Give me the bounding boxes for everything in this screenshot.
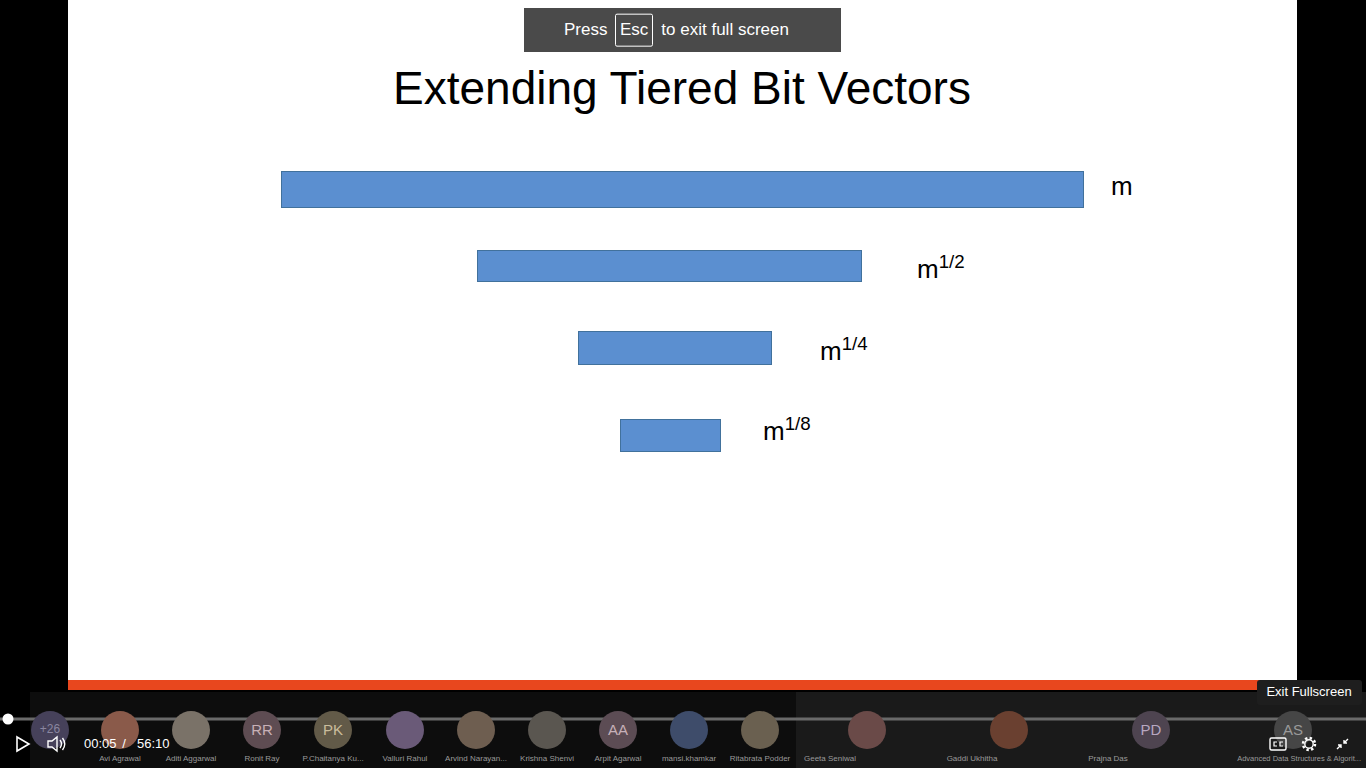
size-label: m	[1111, 173, 1133, 199]
size-label: m1/2	[917, 253, 965, 282]
avatar-initials: AS	[1283, 722, 1303, 739]
avatar-initials: PD	[1141, 722, 1162, 739]
bit-vector-bar: m1/2	[477, 250, 862, 282]
participant-name: Geeta Seniwal	[804, 755, 856, 764]
notice-text: to exit full screen	[661, 21, 789, 40]
participant-name: P.Chaitanya Ku...	[302, 755, 363, 764]
progress-knob	[3, 714, 14, 725]
more-count: +26	[40, 723, 60, 736]
participant-name: Gaddi Ukhitha	[947, 755, 998, 764]
size-exponent: 1/4	[842, 333, 868, 354]
tooltip	[1257, 680, 1362, 705]
size-label: m1/4	[820, 335, 868, 364]
volume-icon	[48, 737, 57, 751]
elapsed-time: 00:05	[84, 737, 117, 751]
bar-fill	[578, 331, 772, 365]
avatar	[243, 711, 281, 749]
participant-name: Krishna Shenvi	[520, 755, 574, 764]
volume-icon	[60, 738, 65, 750]
slide	[68, 0, 1297, 681]
avatar	[990, 711, 1028, 749]
key-cap: Esc	[615, 14, 653, 47]
avatar	[528, 711, 566, 749]
avatar	[599, 711, 637, 749]
total-time: 56:10	[137, 737, 170, 751]
participant-name: Arvind Narayan...	[445, 755, 507, 764]
participant-name: Valluri Rahul	[383, 755, 428, 764]
avatar-initials: AA	[608, 722, 628, 739]
captions-icon	[1274, 742, 1283, 746]
avatar	[670, 711, 708, 749]
meeting-title: Advanced Data Structures & Algorit...	[1237, 755, 1361, 763]
size-base: m	[763, 415, 785, 445]
avatar-initials: RR	[251, 722, 273, 739]
size-base: m	[917, 253, 939, 283]
avatar	[386, 711, 424, 749]
avatar	[314, 711, 352, 749]
avatar-initials: PK	[323, 722, 343, 739]
participant-name: mansi.khamkar	[662, 755, 716, 764]
participant-name: Ritabrata Podder	[730, 755, 790, 764]
size-base: m	[1111, 171, 1133, 201]
size-base: m	[820, 335, 842, 365]
bit-vector-bar: m1/8	[620, 419, 721, 452]
bit-vector-bar: m1/4	[578, 331, 772, 365]
settings-icon	[1303, 738, 1315, 750]
avatar	[741, 711, 779, 749]
participant-name: Prajna Das	[1088, 755, 1128, 764]
participant-name: Ronit Ray	[244, 755, 279, 764]
size-exponent: 1/8	[785, 413, 811, 434]
slide-title: Extending Tiered Bit Vectors	[393, 63, 971, 114]
bit-vector-bar: m	[281, 171, 1084, 208]
participant-name: Avi Agrawal	[99, 755, 141, 764]
avatar	[1274, 711, 1312, 749]
avatar	[457, 711, 495, 749]
avatar	[848, 711, 886, 749]
avatar	[172, 711, 210, 749]
notice-text: Press	[564, 21, 607, 40]
avatar	[31, 711, 69, 749]
participant-name: Aditi Aggarwal	[166, 755, 217, 764]
captions-icon	[1270, 738, 1286, 750]
bar-fill	[477, 250, 862, 282]
bar-fill	[281, 171, 1084, 208]
tooltip-text: Exit Fullscreen	[1266, 685, 1351, 699]
participant-name: Arpit Agarwal	[594, 755, 641, 764]
play-icon	[17, 737, 29, 751]
avatar	[1132, 711, 1170, 749]
exit-fullscreen-icon	[1337, 739, 1348, 749]
settings-icon	[1305, 740, 1313, 748]
fullscreen-notice	[524, 8, 841, 52]
slide-accent-bar	[68, 680, 1297, 690]
size-exponent: 1/2	[939, 251, 965, 272]
time-separator: /	[122, 737, 126, 751]
participant-strip	[30, 692, 796, 768]
bar-fill	[620, 419, 721, 452]
size-label: m1/8	[763, 415, 811, 444]
